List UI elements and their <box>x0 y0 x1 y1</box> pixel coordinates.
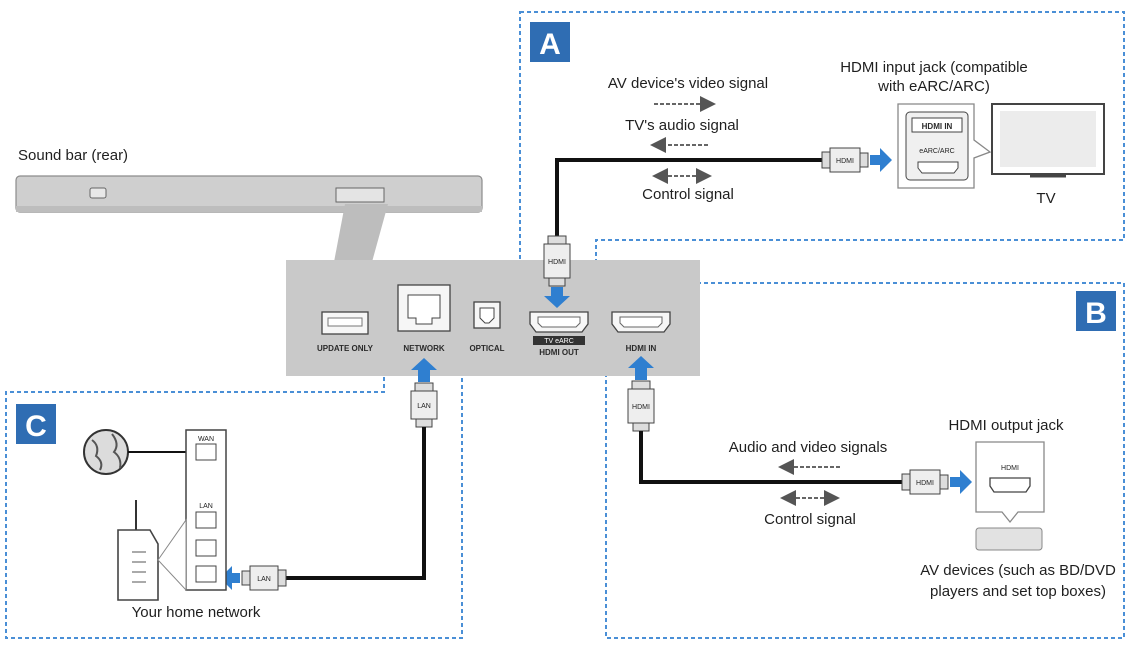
tv-icon <box>991 103 1105 178</box>
badge-a: A <box>530 22 570 62</box>
arrow-up-to-hdmi-in <box>628 356 654 380</box>
hdmi-plug-a-vertical <box>543 235 571 287</box>
signal-control-a: Control signal <box>642 186 734 203</box>
tv-jack-callout <box>897 103 992 189</box>
hdmi-plug-b-vertical-label: HDMI <box>632 404 650 411</box>
badge-c: C <box>16 404 56 444</box>
signal-tv-audio: TV's audio signal <box>625 117 739 134</box>
hdmi-in-label: HDMI IN <box>626 344 657 353</box>
soundbar-label: Sound bar (rear) <box>18 147 128 164</box>
av-devices-label-line1: AV devices (such as BD/DVD <box>920 562 1116 579</box>
tv-label: TV <box>1036 190 1055 207</box>
arrow-right-to-tv-jack <box>870 148 892 172</box>
arrow-right-to-av-jack <box>950 470 972 494</box>
network-label: NETWORK <box>403 344 445 353</box>
soundbar-rear <box>15 175 483 213</box>
lan-plug-label: LAN <box>257 576 271 583</box>
zoom-wedge <box>334 204 388 262</box>
arrow-left-to-router <box>220 566 240 590</box>
av-jack-callout <box>975 441 1045 524</box>
hdmi-plug-b-label: HDMI <box>916 480 934 487</box>
lan-plug-vertical-label: LAN <box>417 403 431 410</box>
badge-b: B <box>1076 291 1116 331</box>
lan-plug-horizontal <box>241 565 287 591</box>
optical-label: OPTICAL <box>469 344 504 353</box>
router-lan-label: LAN <box>199 503 213 510</box>
av-devices-label-line2: players and set top boxes) <box>930 583 1106 600</box>
svg-text:A: A <box>539 28 561 61</box>
signal-audio-video: Audio and video signals <box>729 439 887 456</box>
hdmi-cable-a <box>555 158 826 236</box>
hdmi-plug-a-label: HDMI <box>836 158 854 165</box>
hdmi-input-jack-label-line1: HDMI input jack (compatible <box>840 59 1028 76</box>
hdmi-plug-a-horizontal <box>821 147 869 173</box>
hdmi-in-port <box>611 311 671 333</box>
signal-control-b: Control signal <box>764 511 856 528</box>
tv-jack-hdmi-in: HDMI IN <box>922 122 953 131</box>
update-only-port <box>321 311 369 335</box>
home-network-device-icon <box>117 500 187 601</box>
section-b-frame <box>605 282 1125 639</box>
tv-jack-earc: eARC/ARC <box>919 148 954 155</box>
lan-cable <box>286 427 426 580</box>
hdmi-plug-b-horizontal <box>901 469 949 495</box>
optical-port <box>473 301 501 329</box>
network-port <box>397 284 451 332</box>
av-device-icon <box>975 527 1043 551</box>
av-jack-hdmi: HDMI <box>1001 465 1019 472</box>
signal-av-video: AV device's video signal <box>608 75 768 92</box>
router-icon <box>185 429 227 591</box>
svg-text:B: B <box>1085 297 1107 330</box>
update-only-label: UPDATE ONLY <box>317 344 374 353</box>
hdmi-out-port <box>529 311 589 345</box>
tv-earc-label: TV eARC <box>544 338 574 345</box>
arrow-down-to-hdmi-out <box>544 287 570 308</box>
hdmi-input-jack-label-line2: with eARC/ARC) <box>877 78 990 95</box>
router-wan-label: WAN <box>198 436 214 443</box>
hdmi-out-label: HDMI OUT <box>539 348 579 357</box>
svg-text:C: C <box>25 410 47 443</box>
lan-plug-vertical <box>410 382 438 428</box>
hdmi-plug-a-vertical-label: HDMI <box>548 259 566 266</box>
globe-icon <box>83 429 129 475</box>
arrow-up-to-network <box>411 358 437 382</box>
home-network-label: Your home network <box>132 604 261 621</box>
hdmi-output-jack-label: HDMI output jack <box>948 417 1064 434</box>
hdmi-cable-b <box>639 431 906 484</box>
